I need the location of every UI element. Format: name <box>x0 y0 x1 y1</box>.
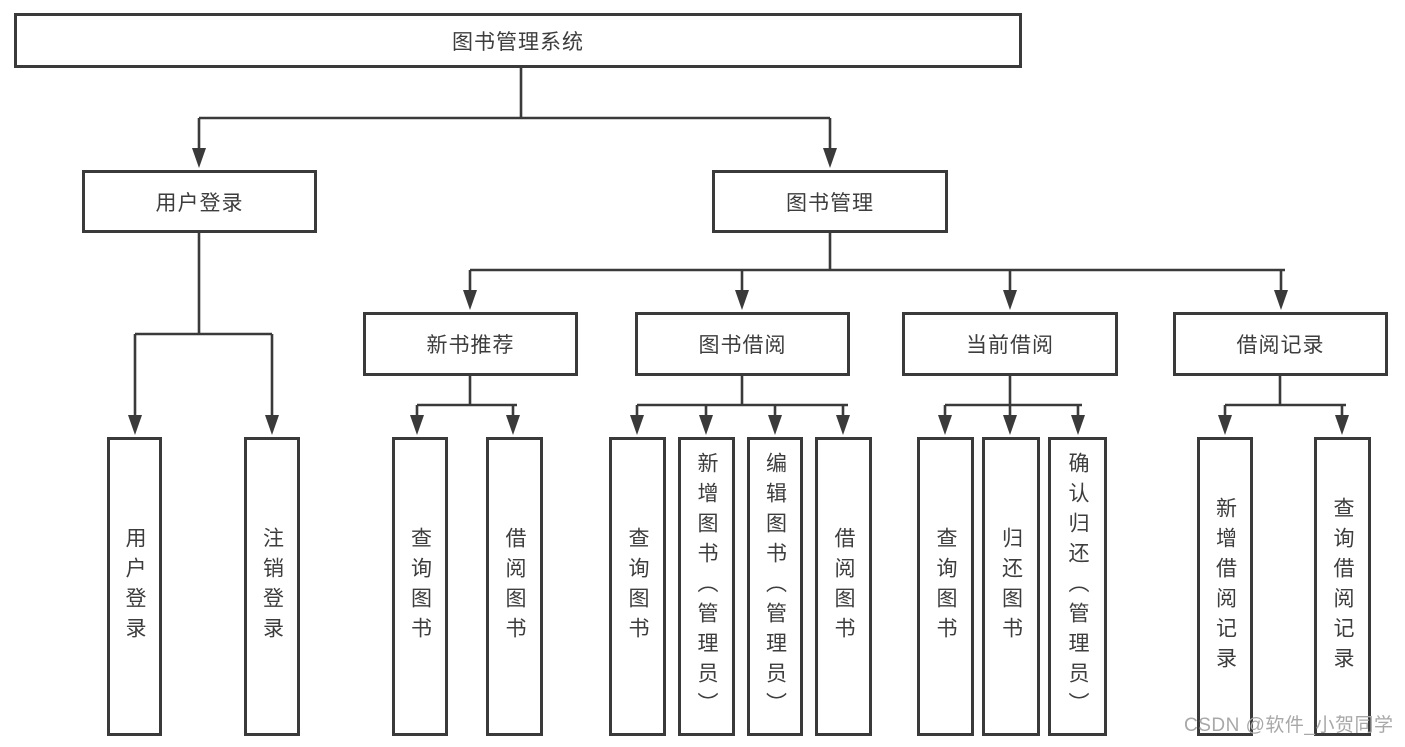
node-logout-leaf: 注销登录 <box>244 437 300 736</box>
node-add-books-admin: 新增图书（管理员） <box>678 437 735 736</box>
node-borrow-books-leaf: 借阅图书 <box>815 437 872 736</box>
node-library-system: 图书管理系统 <box>14 13 1022 68</box>
node-book-borrowing: 图书借阅 <box>635 312 850 376</box>
node-query-borrow-record: 查询借阅记录 <box>1314 437 1371 736</box>
node-add-borrow-record: 新增借阅记录 <box>1197 437 1253 736</box>
csdn-watermark: CSDN @软件_小贺同学 <box>1184 715 1394 736</box>
node-edit-books-admin: 编辑图书（管理员） <box>747 437 803 736</box>
node-query-books-recommend: 查询图书 <box>392 437 448 736</box>
node-user-login: 用户登录 <box>82 170 317 233</box>
node-confirm-return-admin: 确认归还（管理员） <box>1048 437 1107 736</box>
node-current-borrowing: 当前借阅 <box>902 312 1118 376</box>
node-new-book-recommend: 新书推荐 <box>363 312 578 376</box>
node-return-books: 归还图书 <box>982 437 1040 736</box>
node-borrow-books-recommend: 借阅图书 <box>486 437 543 736</box>
node-query-books-borrowing: 查询图书 <box>609 437 666 736</box>
node-book-management: 图书管理 <box>712 170 948 233</box>
node-query-books-current: 查询图书 <box>917 437 974 736</box>
node-user-login-leaf: 用户登录 <box>107 437 162 736</box>
node-borrowing-records: 借阅记录 <box>1173 312 1388 376</box>
